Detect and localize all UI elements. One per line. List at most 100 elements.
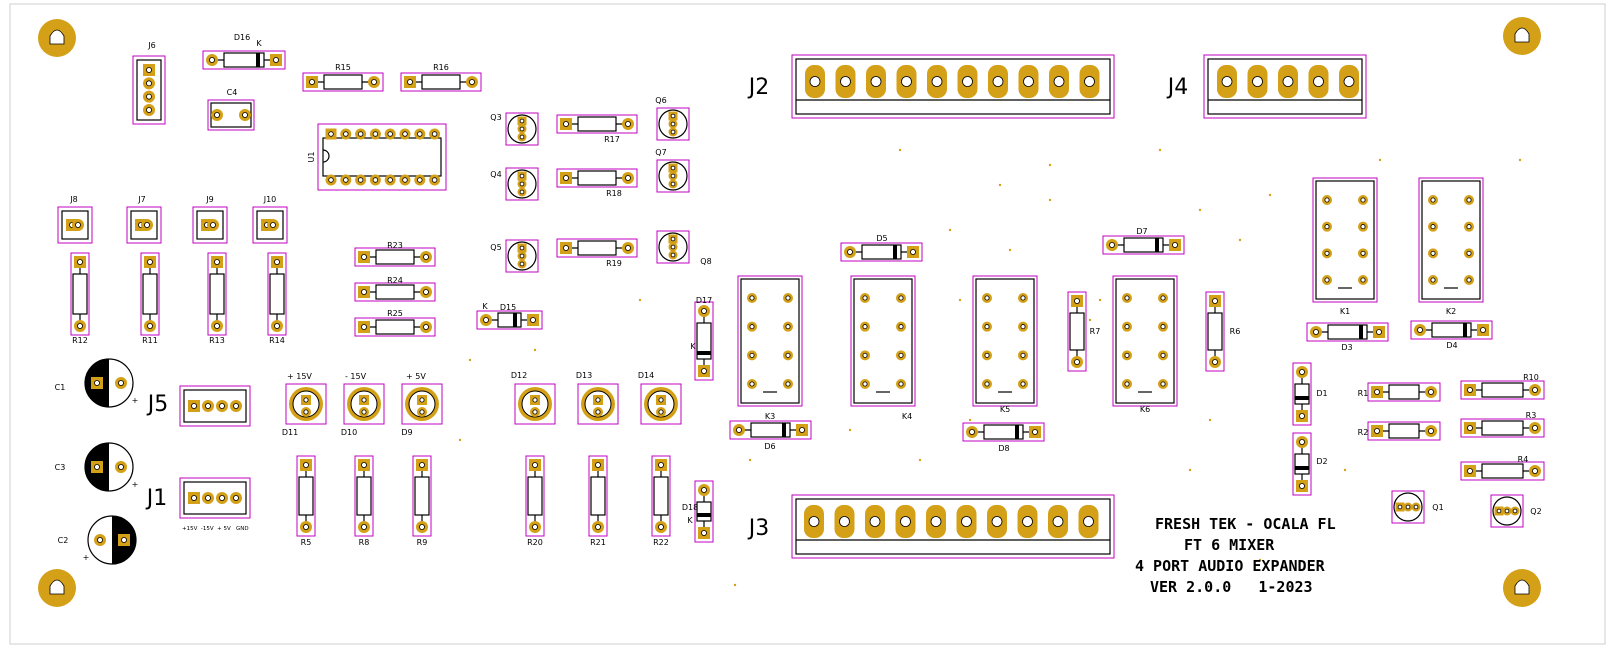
via bbox=[898, 148, 902, 152]
drill-hole bbox=[210, 222, 216, 228]
courtyard bbox=[656, 107, 690, 141]
drill-hole bbox=[1417, 327, 1423, 333]
transistor-q5: Q5 bbox=[490, 239, 539, 273]
courtyard bbox=[850, 275, 916, 407]
relay-k1: K1 bbox=[1312, 177, 1378, 316]
connector-label: J1 bbox=[145, 486, 168, 511]
drill-hole bbox=[1532, 468, 1538, 474]
resistor-label: R22 bbox=[653, 538, 669, 547]
drill-hole bbox=[1397, 504, 1403, 510]
resistor-r9: R9 bbox=[412, 455, 432, 547]
led-label: D10 bbox=[341, 428, 357, 437]
diode-d8: D8 bbox=[962, 422, 1045, 453]
diode-d1: D1 bbox=[1292, 362, 1328, 426]
connector-body bbox=[795, 58, 1111, 115]
via bbox=[948, 228, 952, 232]
courtyard bbox=[207, 99, 255, 131]
courtyard bbox=[1460, 461, 1545, 481]
diode-label: D17 bbox=[696, 296, 712, 305]
courtyard bbox=[354, 247, 436, 267]
drill-hole bbox=[1221, 76, 1233, 87]
via bbox=[1098, 298, 1102, 302]
drill-hole bbox=[1074, 298, 1080, 304]
drill-hole bbox=[1124, 352, 1130, 358]
drill-hole bbox=[670, 181, 676, 187]
drill-hole bbox=[1496, 508, 1502, 514]
drill-hole bbox=[519, 134, 525, 140]
cap-label: C2 bbox=[58, 536, 69, 545]
resistor-label: R5 bbox=[301, 538, 312, 547]
diode-body bbox=[497, 312, 522, 328]
drill-hole bbox=[625, 245, 631, 251]
drill-hole bbox=[121, 537, 127, 543]
drill-hole bbox=[361, 289, 367, 295]
via bbox=[733, 583, 737, 587]
via bbox=[468, 358, 472, 362]
resistor-r14: R14 bbox=[267, 252, 287, 345]
drill-hole bbox=[361, 409, 367, 415]
drill-hole bbox=[1083, 516, 1094, 527]
courtyard bbox=[317, 123, 447, 191]
via bbox=[918, 458, 922, 462]
transistor-label: Q7 bbox=[655, 148, 666, 157]
drill-hole bbox=[519, 245, 525, 251]
drill-hole bbox=[361, 524, 367, 530]
drill-hole bbox=[469, 79, 475, 85]
connector-j9: J9 bbox=[192, 195, 228, 244]
resistor-label: R1 bbox=[1358, 389, 1369, 398]
transistor-label: Q4 bbox=[490, 170, 501, 179]
relay-k5: K5 bbox=[972, 275, 1038, 414]
drill-hole bbox=[1430, 250, 1436, 256]
diode-body bbox=[1327, 324, 1368, 340]
cathode-mark: K bbox=[256, 39, 262, 48]
drill-hole bbox=[361, 324, 367, 330]
header-body bbox=[130, 210, 158, 240]
resistor-r20: R20 bbox=[525, 455, 545, 547]
led-label: D9 bbox=[401, 428, 412, 437]
drill-hole bbox=[799, 427, 805, 433]
diode-label: D16 bbox=[234, 33, 250, 42]
drill-hole bbox=[1172, 242, 1178, 248]
relay-body bbox=[1421, 180, 1481, 300]
mounting-hole-drill bbox=[49, 29, 65, 45]
drill-hole bbox=[423, 254, 429, 260]
courtyard bbox=[1067, 291, 1087, 372]
transistor-label: Q2 bbox=[1530, 507, 1541, 516]
via bbox=[1343, 468, 1347, 472]
via bbox=[1198, 208, 1202, 212]
drill-hole bbox=[423, 289, 429, 295]
relay-body bbox=[1115, 278, 1175, 404]
drill-hole bbox=[77, 259, 83, 265]
diode-d4: D4 bbox=[1410, 320, 1493, 350]
drill-hole bbox=[910, 249, 916, 255]
drill-hole bbox=[563, 175, 569, 181]
resistor-body bbox=[269, 273, 285, 315]
drill-hole bbox=[233, 403, 239, 409]
connector-body bbox=[795, 498, 1111, 555]
courtyard bbox=[656, 159, 690, 193]
resistor-body bbox=[356, 476, 372, 516]
plus-mark: + bbox=[132, 480, 139, 489]
drill-hole bbox=[519, 261, 525, 267]
resistor-body bbox=[414, 476, 430, 516]
drill-hole bbox=[670, 173, 676, 179]
resistor-label: R24 bbox=[387, 276, 403, 285]
transistor-q8: Q8 bbox=[656, 230, 712, 266]
via bbox=[1088, 318, 1092, 322]
resistor-label: R11 bbox=[142, 336, 158, 345]
resistor-body bbox=[577, 116, 617, 132]
relay-body bbox=[740, 278, 800, 404]
drill-hole bbox=[214, 323, 220, 329]
connector-j5: J5 bbox=[146, 385, 251, 427]
courtyard bbox=[354, 317, 436, 337]
courtyard bbox=[252, 206, 288, 244]
diode-d2: D2 bbox=[1292, 432, 1328, 496]
drill-hole bbox=[372, 131, 379, 137]
diode-body bbox=[1123, 237, 1164, 253]
cathode-band bbox=[782, 423, 786, 437]
drill-hole bbox=[1160, 295, 1166, 301]
courtyard bbox=[640, 383, 682, 425]
drill-hole bbox=[1324, 197, 1330, 203]
drill-hole bbox=[219, 403, 225, 409]
